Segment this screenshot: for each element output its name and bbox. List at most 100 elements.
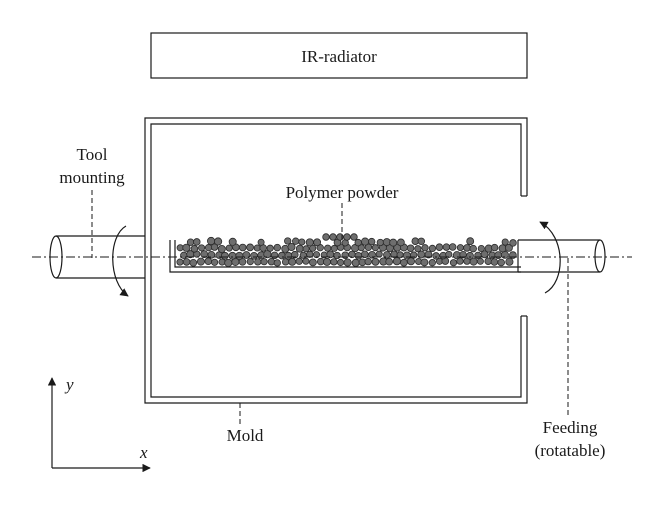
powder-particle	[449, 259, 458, 267]
powder-particle	[193, 238, 201, 246]
powder-tray	[169, 240, 521, 273]
powder-particle	[257, 238, 265, 246]
powder-particle	[361, 237, 370, 246]
powder-particle	[428, 259, 436, 267]
powder-particle	[435, 243, 444, 251]
feeding-shaft	[517, 239, 606, 273]
powder-particle	[466, 237, 475, 246]
powder-particle	[442, 243, 451, 251]
powder-particle	[302, 257, 310, 265]
powder-particle	[322, 257, 331, 266]
powder-particle	[406, 244, 415, 252]
polymer-powder-label: Polymer powder	[286, 183, 399, 202]
powder-particle	[292, 237, 300, 245]
polymer-powder-particles	[176, 233, 517, 267]
powder-particle	[484, 257, 492, 265]
powder-particle	[298, 238, 306, 246]
powder-particle	[210, 243, 219, 251]
powder-particle	[490, 243, 499, 252]
powder-particle	[278, 251, 286, 260]
powder-particle	[302, 245, 310, 253]
powder-particle	[322, 233, 330, 241]
powder-particle	[361, 250, 369, 259]
powder-particle	[490, 258, 499, 266]
tool-mounting-label-line1: Tool	[77, 145, 108, 164]
powder-particle	[295, 244, 304, 253]
powder-particle	[385, 257, 394, 266]
powder-particle	[224, 258, 233, 267]
powder-particle	[456, 244, 464, 252]
powder-particle	[225, 244, 233, 252]
powder-particle	[368, 237, 376, 246]
powder-particle	[371, 244, 379, 252]
powder-particle	[376, 238, 384, 247]
y-axis-label: y	[64, 375, 74, 394]
powder-particle	[287, 242, 296, 251]
powder-particle	[494, 251, 503, 259]
feeding-label-line2: (rotatable)	[535, 441, 606, 460]
powder-particle	[330, 244, 338, 252]
powder-particle	[463, 244, 471, 252]
powder-particle	[186, 238, 195, 246]
powder-particle	[469, 244, 477, 253]
powder-particle	[497, 258, 505, 267]
powder-particle	[217, 245, 226, 253]
powder-particle	[273, 259, 281, 267]
powder-particle	[505, 257, 514, 266]
powder-particle	[424, 250, 433, 259]
powder-particle	[235, 251, 244, 260]
powder-particle	[324, 244, 332, 252]
powder-particle	[228, 251, 237, 260]
powder-particle	[198, 244, 206, 252]
powder-particle	[414, 245, 422, 253]
x-axis-label: x	[139, 443, 148, 462]
powder-particle	[266, 244, 274, 252]
powder-particle	[417, 237, 426, 246]
powder-particle	[329, 233, 337, 241]
powder-particle	[309, 258, 317, 267]
powder-particle	[204, 244, 213, 252]
powder-particle	[254, 258, 262, 266]
powder-particle	[407, 257, 415, 266]
powder-particle	[421, 244, 429, 252]
powder-particle	[364, 243, 373, 251]
powder-particle	[267, 257, 276, 266]
rotation-arrow-left	[112, 225, 129, 297]
powder-particle	[432, 252, 440, 260]
powder-particle	[228, 237, 237, 246]
powder-particle	[341, 251, 349, 259]
powder-particle	[402, 251, 411, 260]
powder-particle	[504, 243, 513, 252]
powder-particle	[343, 233, 351, 241]
powder-particle	[371, 257, 380, 266]
powder-particle	[466, 251, 474, 260]
powder-particle	[270, 251, 279, 260]
powder-particle	[204, 257, 213, 266]
mold	[144, 117, 528, 404]
powder-particle	[299, 251, 307, 259]
powder-particle	[182, 258, 191, 266]
powder-particle	[260, 258, 268, 266]
powder-particle	[214, 237, 223, 246]
powder-particle	[220, 251, 229, 260]
powder-particle	[389, 238, 398, 247]
powder-particle	[509, 239, 517, 247]
powder-particle	[392, 257, 401, 266]
powder-particle	[313, 238, 322, 247]
powder-particle	[312, 251, 321, 259]
powder-particle	[480, 250, 489, 259]
powder-particle	[476, 257, 484, 265]
powder-particle	[448, 243, 457, 251]
powder-particle	[238, 243, 247, 252]
powder-particle	[474, 251, 482, 260]
powder-particle	[354, 238, 362, 247]
powder-particle	[284, 251, 293, 260]
ir-radiator: IR-radiator	[150, 32, 528, 79]
powder-particle	[305, 238, 314, 247]
powder-particle	[211, 258, 219, 266]
powder-particle	[182, 243, 191, 252]
powder-particle	[176, 258, 184, 266]
powder-particle	[420, 258, 429, 267]
powder-particle	[189, 258, 198, 267]
